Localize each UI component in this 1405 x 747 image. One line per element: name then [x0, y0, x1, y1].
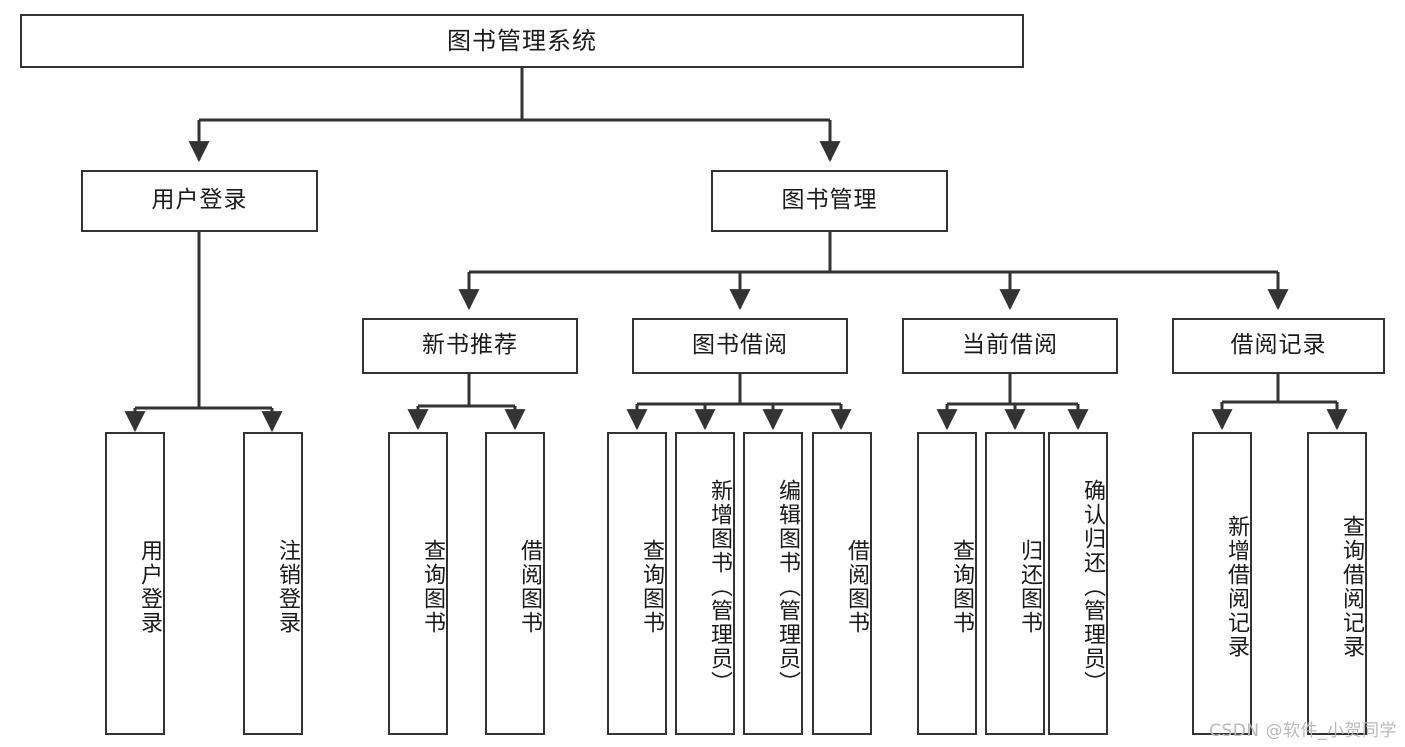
node-user-login[interactable]: 用户登录 — [81, 170, 318, 232]
node-leaf-edit-book[interactable]: 编辑图书（管理员） — [743, 432, 803, 735]
node-leaf-query-book-1[interactable]: 查询图书 — [388, 432, 448, 735]
node-leaf-return-book[interactable]: 归还图书 — [985, 432, 1045, 735]
node-borrow-record[interactable]: 借阅记录 — [1172, 318, 1385, 374]
node-leaf-add-record[interactable]: 新增借阅记录 — [1192, 432, 1252, 735]
node-leaf-borrow-book-2-label: 借阅图书 — [844, 538, 869, 635]
node-leaf-query-record-label: 查询借阅记录 — [1339, 514, 1364, 659]
node-borrow-record-label: 借阅记录 — [1230, 332, 1327, 359]
node-leaf-add-book[interactable]: 新增图书（管理员） — [675, 432, 735, 735]
node-leaf-borrow-book-2[interactable]: 借阅图书 — [812, 432, 872, 735]
node-new-book-recommend[interactable]: 新书推荐 — [362, 318, 578, 374]
node-leaf-query-book-3[interactable]: 查询图书 — [917, 432, 977, 735]
node-leaf-query-book-2-label: 查询图书 — [639, 538, 664, 635]
node-user-login-label: 用户登录 — [151, 187, 248, 214]
node-leaf-add-record-label: 新增借阅记录 — [1224, 514, 1249, 659]
node-leaf-query-book-2[interactable]: 查询图书 — [607, 432, 667, 735]
node-leaf-return-book-label: 归还图书 — [1017, 538, 1042, 635]
node-leaf-confirm-return-label: 确认归还（管理员） — [1080, 478, 1105, 695]
node-root[interactable]: 图书管理系统 — [20, 14, 1024, 68]
node-leaf-edit-book-label: 编辑图书（管理员） — [775, 478, 800, 695]
node-leaf-user-login-label: 用户登录 — [137, 538, 162, 635]
node-leaf-query-book-3-label: 查询图书 — [949, 538, 974, 635]
node-leaf-user-logout[interactable]: 注销登录 — [243, 432, 303, 735]
node-leaf-user-logout-label: 注销登录 — [275, 538, 300, 635]
node-book-borrow-label: 图书借阅 — [692, 332, 788, 359]
node-leaf-query-record[interactable]: 查询借阅记录 — [1307, 432, 1367, 735]
node-current-borrow-label: 当前借阅 — [962, 332, 1058, 359]
node-book-borrow[interactable]: 图书借阅 — [632, 318, 848, 374]
node-leaf-borrow-book-1[interactable]: 借阅图书 — [485, 432, 545, 735]
node-leaf-user-login[interactable]: 用户登录 — [105, 432, 165, 735]
node-leaf-add-book-label: 新增图书（管理员） — [707, 478, 732, 695]
node-new-book-recommend-label: 新书推荐 — [422, 332, 518, 359]
node-leaf-borrow-book-1-label: 借阅图书 — [517, 538, 542, 635]
node-root-label: 图书管理系统 — [447, 26, 597, 55]
node-book-manage[interactable]: 图书管理 — [711, 170, 948, 232]
node-leaf-query-book-1-label: 查询图书 — [420, 538, 445, 635]
node-book-manage-label: 图书管理 — [781, 187, 878, 214]
node-current-borrow[interactable]: 当前借阅 — [902, 318, 1118, 374]
node-leaf-confirm-return[interactable]: 确认归还（管理员） — [1048, 432, 1108, 735]
